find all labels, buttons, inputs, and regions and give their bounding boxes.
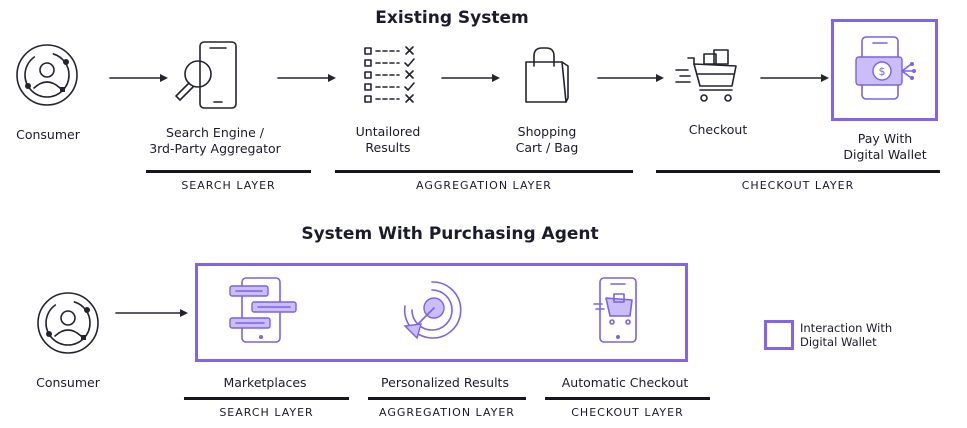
automatic-checkout-icon — [593, 277, 637, 343]
arrow-icon — [277, 74, 336, 82]
arrow-icon — [597, 74, 664, 82]
legend-swatch — [764, 320, 794, 350]
search-layer-bar — [146, 170, 311, 173]
legend-line1: Interaction With — [800, 321, 893, 335]
search-layer-label-bottom: SEARCH LAYER — [219, 406, 314, 419]
checkout-layer-bar-bottom — [545, 397, 710, 400]
personalized-label: Personalized Results — [381, 375, 509, 390]
legend-line2: Digital Wallet — [800, 335, 877, 349]
svg-text:$: $ — [879, 65, 886, 78]
consumer-icon — [16, 44, 78, 106]
search-engine-label: Search Engine / 3rd-Party Aggregator — [135, 125, 295, 157]
shopping-label: Shopping Cart / Bag — [497, 124, 597, 156]
shopping-bag-icon — [525, 47, 569, 103]
cart-icon — [675, 49, 737, 102]
target-cursor-icon — [403, 281, 462, 340]
consumer-icon — [37, 292, 99, 354]
pay-wallet-label: Pay With Digital Wallet — [834, 131, 936, 163]
search-engine-line2: 3rd-Party Aggregator — [149, 141, 281, 156]
aggregation-layer-bar-bottom — [368, 397, 526, 400]
aggregation-layer-label: AGGREGATION LAYER — [416, 179, 552, 192]
marketplaces-label: Marketplaces — [223, 375, 307, 390]
pay-line2: Digital Wallet — [843, 147, 927, 162]
untailored-line1: Untailored — [355, 124, 421, 139]
top-title: Existing System — [375, 8, 529, 28]
pay-line1: Pay With — [857, 131, 913, 146]
checklist-icon — [364, 46, 415, 103]
search-layer-bar-bottom — [184, 397, 349, 400]
arrow-icon — [115, 309, 188, 317]
arrow-icon — [760, 74, 829, 82]
untailored-line2: Results — [365, 140, 411, 155]
untailored-label: Untailored Results — [338, 124, 438, 156]
aggregation-layer-bar — [335, 170, 633, 173]
shopping-line2: Cart / Bag — [515, 140, 579, 155]
shopping-line1: Shopping — [517, 124, 577, 139]
search-phone-icon — [175, 41, 237, 109]
pay-wallet-highlight — [831, 19, 938, 121]
search-engine-line1: Search Engine / — [166, 125, 264, 140]
consumer-label-bottom: Consumer — [36, 375, 100, 390]
checkout-layer-label: CHECKOUT LAYER — [741, 179, 855, 192]
automatic-checkout-label: Automatic Checkout — [561, 375, 689, 390]
arrow-icon — [441, 74, 500, 82]
legend-label: Interaction With Digital Wallet — [800, 321, 892, 349]
search-layer-label: SEARCH LAYER — [181, 179, 276, 192]
checkout-layer-bar — [656, 170, 940, 173]
checkout-layer-label-bottom: CHECKOUT LAYER — [571, 406, 684, 419]
consumer-label: Consumer — [16, 127, 80, 142]
marketplaces-icon — [229, 277, 297, 343]
aggregation-layer-label-bottom: AGGREGATION LAYER — [379, 406, 515, 419]
bottom-title: System With Purchasing Agent — [301, 224, 599, 244]
purchasing-agent-highlight — [195, 263, 688, 362]
checkout-label: Checkout — [688, 122, 748, 137]
digital-wallet-icon: $ — [855, 36, 916, 100]
arrow-icon — [109, 74, 168, 82]
